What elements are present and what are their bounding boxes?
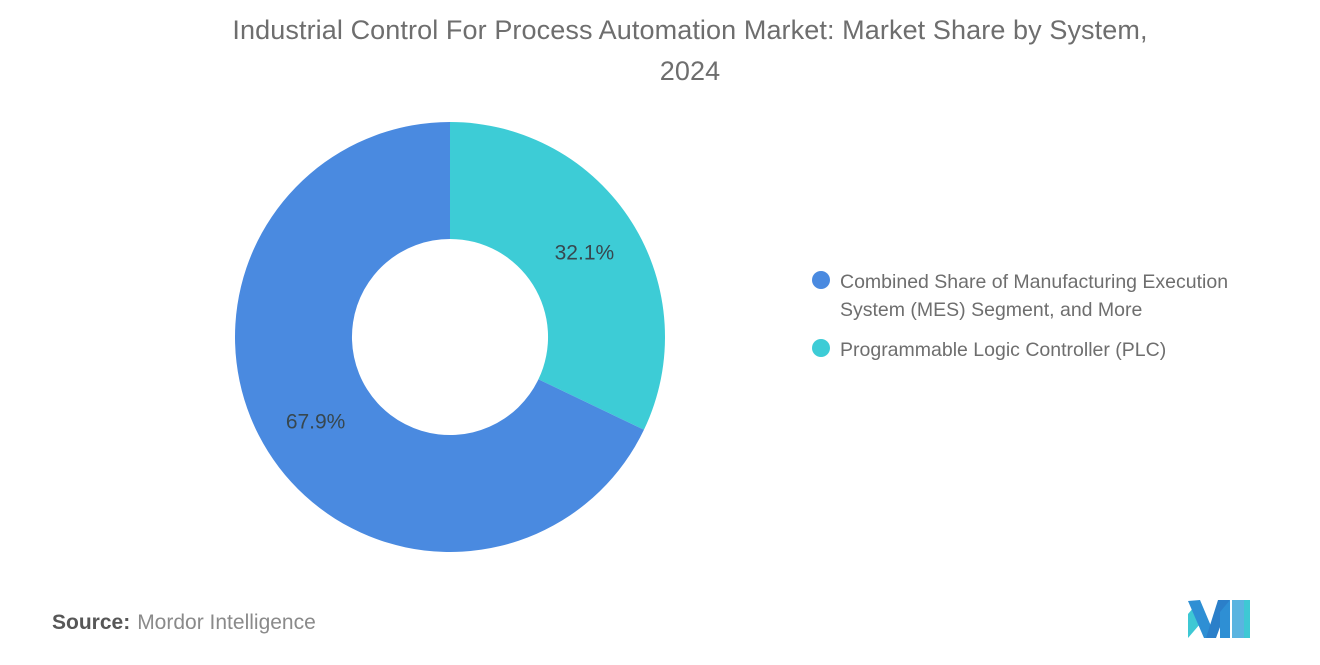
source-label: Source: [52, 611, 131, 634]
slice-value-label-plc: 32.1% [555, 241, 615, 264]
donut-chart-svg: 32.1% 67.9% [235, 122, 665, 552]
legend-item-label: Programmable Logic Controller (PLC) [840, 339, 1167, 361]
logo-svg [1188, 600, 1250, 638]
legend-item-plc[interactable]: Programmable Logic Controller (PLC) [812, 336, 1302, 364]
chart-legend: Combined Share of Manufacturing Executio… [812, 268, 1302, 376]
legend-color-swatch-icon [812, 339, 830, 357]
legend-item-label: Combined Share of Manufacturing Executio… [840, 271, 1229, 321]
donut-slice-mes[interactable] [235, 122, 644, 552]
mordor-intelligence-logo-icon [1186, 598, 1252, 640]
legend-color-swatch-icon [812, 271, 830, 289]
donut-slice-labels: 32.1% 67.9% [286, 241, 614, 433]
slice-value-label-mes: 67.9% [286, 411, 346, 434]
source-line: Source: Mordor Intelligence [52, 611, 316, 635]
title-line-1: Industrial Control For Process Automatio… [232, 15, 1148, 45]
donut-slice-plc[interactable] [450, 122, 665, 430]
donut-slices [235, 122, 665, 552]
source-value: Mordor Intelligence [137, 611, 316, 634]
page-title: Industrial Control For Process Automatio… [160, 10, 1220, 92]
title-line-2: 2024 [659, 56, 721, 86]
donut-chart: 32.1% 67.9% [235, 122, 665, 552]
legend-item-mes[interactable]: Combined Share of Manufacturing Executio… [812, 268, 1302, 324]
